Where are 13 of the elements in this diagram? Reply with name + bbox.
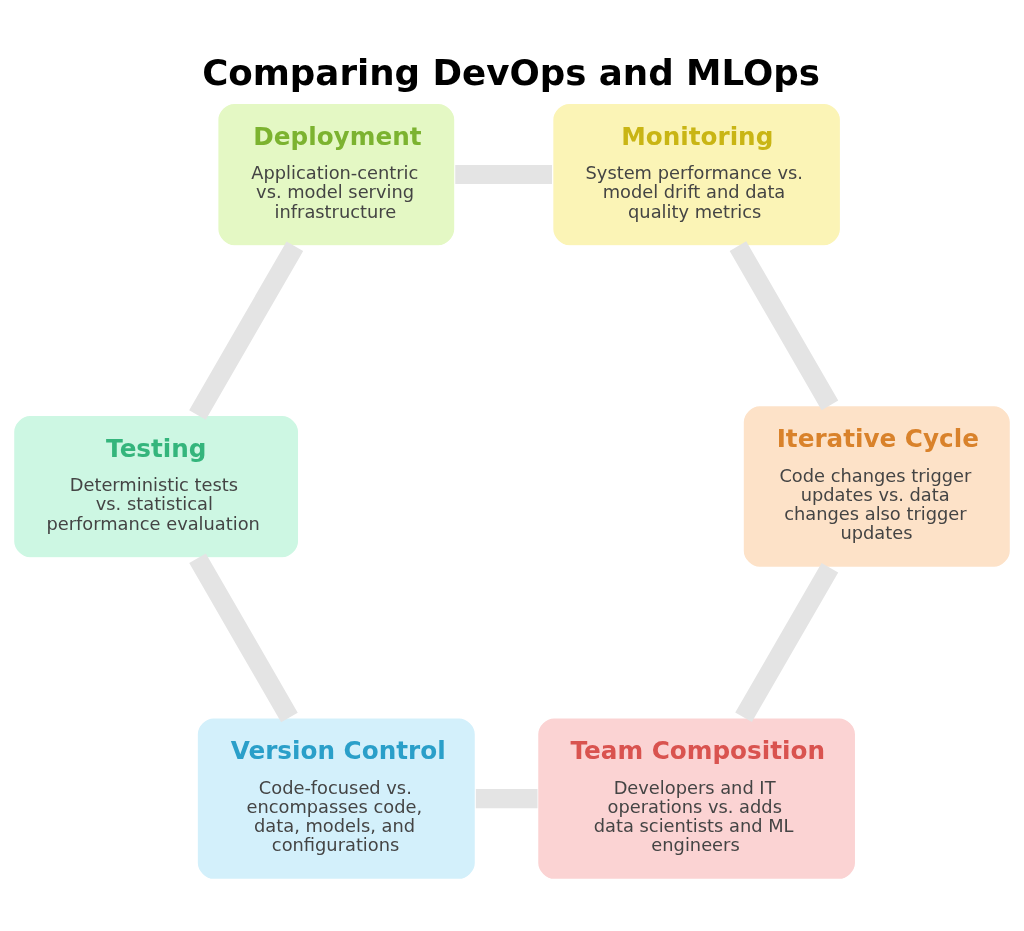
connector bbox=[189, 553, 298, 722]
node-box: Monitoring System performance vs. model drift and data quality metrics bbox=[551, 102, 842, 246]
connector bbox=[475, 788, 538, 808]
connector bbox=[735, 562, 839, 722]
node-box: Team Composition Developers and IT operations vs. adds data scientists and ML engineers bbox=[536, 716, 857, 880]
diagram-title: Comparing DevOps and MLOps bbox=[202, 51, 820, 93]
connector bbox=[455, 164, 553, 184]
node-box: Version Control Code-focused vs. encompasses code, data, models, and configurations bbox=[196, 716, 477, 880]
node-box: Testing Deterministic tests vs. statistical performance evaluation bbox=[12, 414, 300, 559]
node-box: Deployment Application-centric vs. model serving infrastructure bbox=[217, 102, 456, 246]
node-box: Iterative Cycle Code changes trigger updates vs. data changes also trigger updates bbox=[742, 404, 1012, 568]
connector bbox=[189, 241, 304, 420]
connector bbox=[729, 240, 839, 410]
